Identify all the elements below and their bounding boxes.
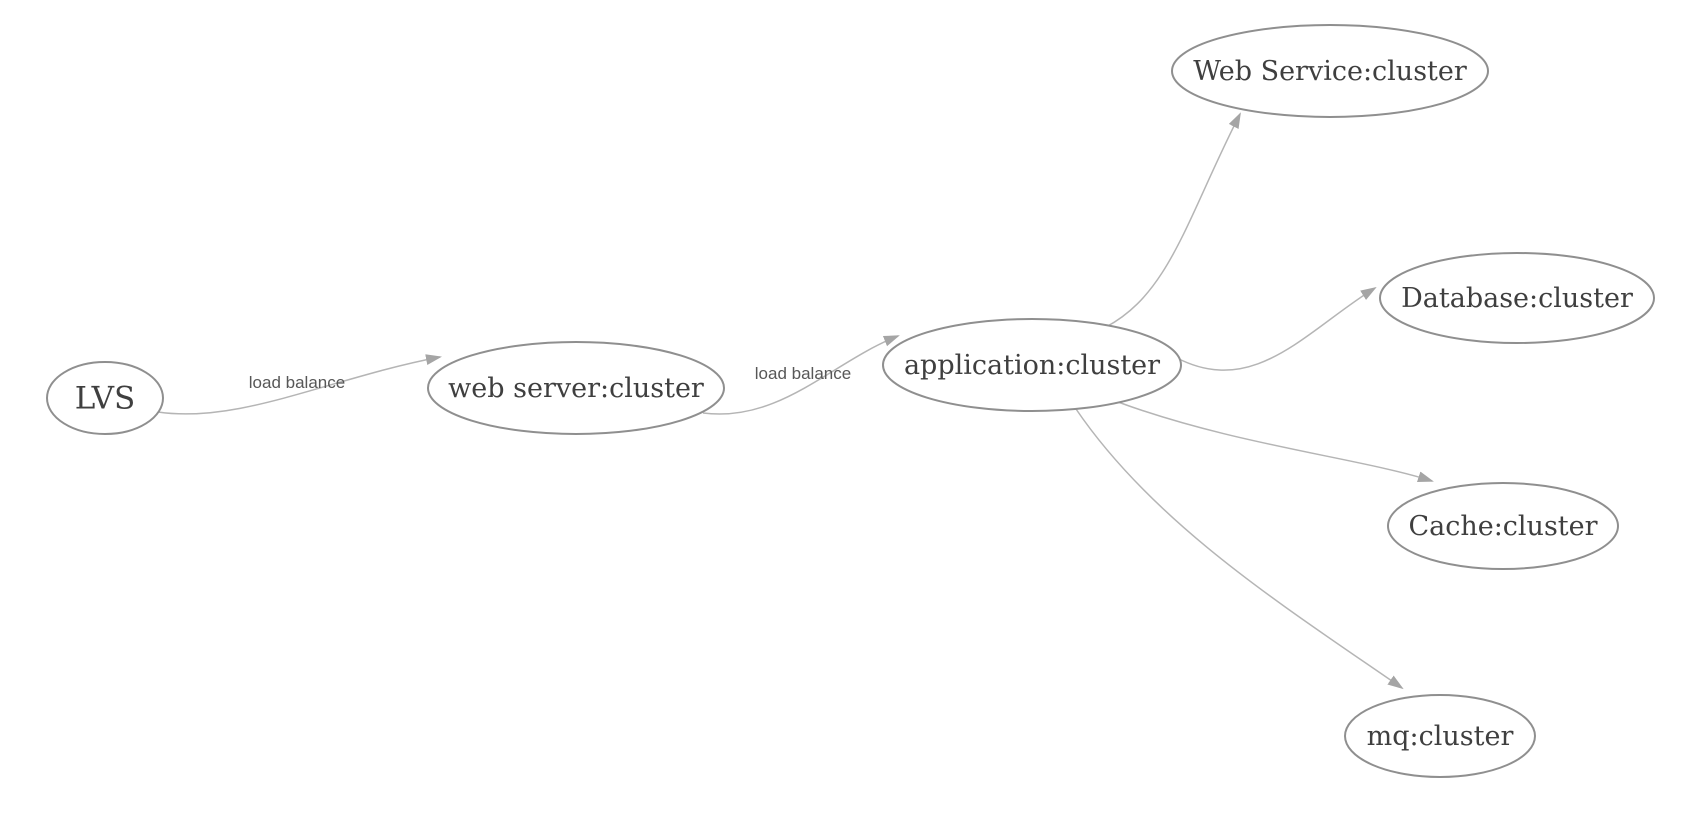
- node-lvs: LVS: [46, 361, 164, 435]
- edge-application-to-database: [1176, 286, 1377, 371]
- edge-label-web-server-to-application: load balance: [755, 364, 851, 383]
- edge-web-server-to-application: load balance: [702, 335, 900, 415]
- node-mq: mq:cluster: [1344, 694, 1536, 778]
- node-label-web-service: Web Service:cluster: [1193, 56, 1467, 87]
- edge-label-lvs-to-web-server: load balance: [249, 373, 345, 392]
- node-label-mq: mq:cluster: [1367, 721, 1514, 752]
- edge-line: [702, 335, 900, 415]
- node-ellipse-cache: [1387, 482, 1619, 570]
- edge-line: [1075, 408, 1404, 690]
- node-layer: LVS web server:cluster application:cluster…: [46, 24, 1655, 778]
- node-web-service: Web Service:cluster: [1171, 24, 1489, 118]
- edge-line: [1105, 112, 1241, 328]
- edge-application-to-cache: [1117, 401, 1434, 482]
- node-ellipse-web-service: [1171, 24, 1489, 118]
- node-label-lvs: LVS: [75, 381, 136, 417]
- node-label-database: Database:cluster: [1401, 283, 1633, 314]
- node-ellipse-application: [882, 318, 1182, 412]
- node-ellipse-database: [1379, 252, 1655, 344]
- edge-line: [1176, 286, 1377, 371]
- edge-line: [1117, 401, 1434, 482]
- node-label-web-server: web server:cluster: [448, 373, 704, 404]
- edge-lvs-to-web-server: load balance: [157, 354, 442, 415]
- node-cache: Cache:cluster: [1387, 482, 1619, 570]
- node-application: application:cluster: [882, 318, 1182, 412]
- node-database: Database:cluster: [1379, 252, 1655, 344]
- node-ellipse-lvs: [46, 361, 164, 435]
- edge-line: [157, 354, 442, 415]
- edge-layer: load balance load balance: [157, 112, 1434, 690]
- edge-application-to-web-service: [1105, 112, 1241, 328]
- node-web-server: web server:cluster: [427, 341, 725, 435]
- node-label-application: application:cluster: [904, 350, 1160, 381]
- node-ellipse-mq: [1344, 694, 1536, 778]
- edge-application-to-mq: [1075, 408, 1404, 690]
- node-ellipse-web-server: [427, 341, 725, 435]
- node-label-cache: Cache:cluster: [1408, 511, 1597, 542]
